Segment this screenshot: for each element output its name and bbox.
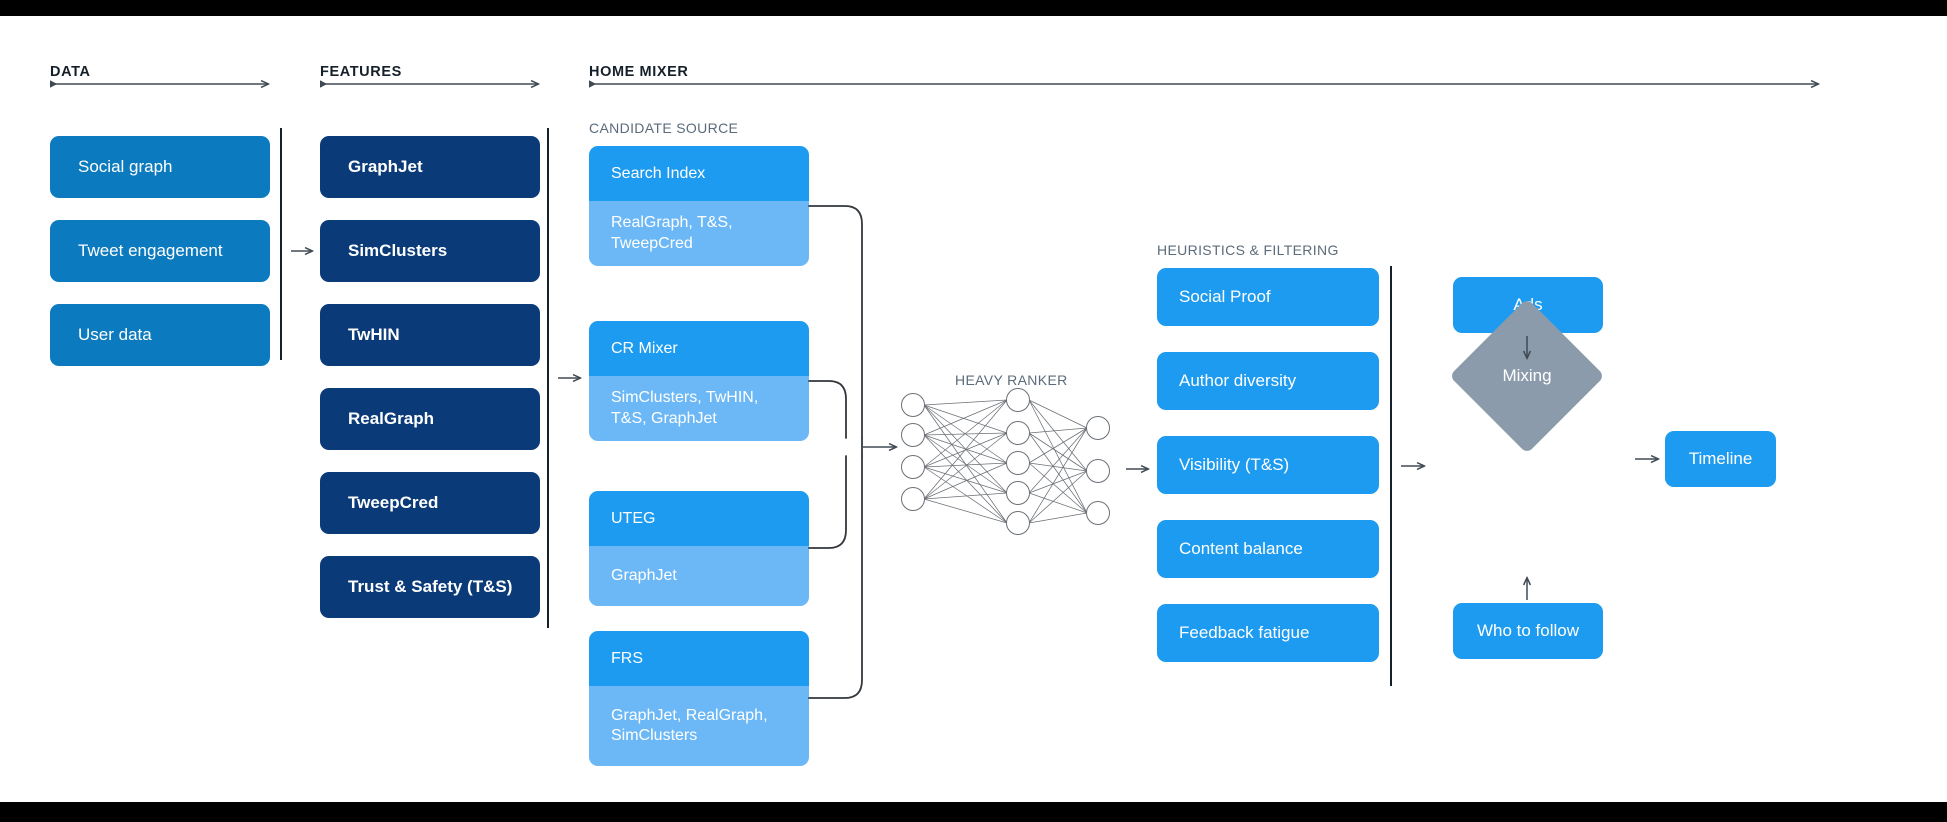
heavy-ranker-network xyxy=(901,388,1110,535)
nn-input-node xyxy=(901,487,925,511)
feature-box-label: TwHIN xyxy=(348,324,400,344)
nn-hidden-node xyxy=(1006,511,1030,535)
nn-output-node xyxy=(1086,416,1110,440)
divider-data-features xyxy=(280,128,282,360)
timeline-label: Timeline xyxy=(1688,448,1753,468)
candidate-source-card-uteg[interactable]: UTEG GraphJet xyxy=(589,491,809,606)
heuristic-box-social-proof[interactable]: Social Proof xyxy=(1157,268,1379,326)
divider-features-home-mixer xyxy=(547,128,549,628)
subheader-heuristics-filtering: HEURISTICS & FILTERING xyxy=(1157,242,1339,258)
timeline-box[interactable]: Timeline xyxy=(1665,431,1776,487)
nn-input-node xyxy=(901,423,925,447)
bracket-candidate-sources-to-ranker xyxy=(808,205,863,699)
nn-hidden-node xyxy=(1006,481,1030,505)
heuristic-box-label: Content balance xyxy=(1179,538,1303,558)
data-box-social-graph[interactable]: Social graph xyxy=(50,136,270,198)
candidate-source-title: UTEG xyxy=(589,491,809,546)
candidate-source-features: RealGraph, T&S, TweepCred xyxy=(589,201,809,266)
mixing-diamond[interactable]: Mixing xyxy=(1449,298,1605,454)
candidate-source-title: FRS xyxy=(589,631,809,686)
nn-nodes xyxy=(901,388,1110,535)
nn-hidden-node xyxy=(1006,421,1030,445)
feature-box-graphjet[interactable]: GraphJet xyxy=(320,136,540,198)
candidate-source-features: GraphJet xyxy=(589,546,809,606)
nn-output-node xyxy=(1086,459,1110,483)
feature-box-label: RealGraph xyxy=(348,408,434,428)
candidate-source-features: SimClusters, TwHIN, T&S, GraphJet xyxy=(589,376,809,441)
section-header-data: DATA xyxy=(50,64,91,80)
heuristic-box-author-diversity[interactable]: Author diversity xyxy=(1157,352,1379,410)
nn-output-node xyxy=(1086,501,1110,525)
divider-heuristics-mixing xyxy=(1390,266,1392,686)
diagram-canvas: DATA FEATURES HOME MIXER CANDIDATE SOURC… xyxy=(0,16,1947,802)
heavy-ranker-label: HEAVY RANKER xyxy=(955,372,1068,388)
mixing-label: Mixing xyxy=(1502,366,1552,385)
candidate-source-card-frs[interactable]: FRS GraphJet, RealGraph, SimClusters xyxy=(589,631,809,766)
feature-box-label: GraphJet xyxy=(348,156,423,176)
heuristic-box-content-balance[interactable]: Content balance xyxy=(1157,520,1379,578)
nn-input-node xyxy=(901,393,925,417)
candidate-source-title: CR Mixer xyxy=(589,321,809,376)
feature-box-twhin[interactable]: TwHIN xyxy=(320,304,540,366)
data-box-label: User data xyxy=(78,324,152,344)
section-header-features: FEATURES xyxy=(320,64,402,80)
data-box-user-data[interactable]: User data xyxy=(50,304,270,366)
connectors-overlay xyxy=(50,16,1947,699)
data-box-label: Social graph xyxy=(78,156,173,176)
who-to-follow-box[interactable]: Who to follow xyxy=(1453,603,1603,659)
feature-box-realgraph[interactable]: RealGraph xyxy=(320,388,540,450)
section-header-home-mixer: HOME MIXER xyxy=(589,64,689,80)
nn-edges xyxy=(923,399,1088,524)
feature-box-label: TweepCred xyxy=(348,492,439,512)
who-to-follow-label: Who to follow xyxy=(1476,620,1580,640)
nn-hidden-node xyxy=(1006,451,1030,475)
candidate-source-features: GraphJet, RealGraph, SimClusters xyxy=(589,686,809,766)
heuristic-box-feedback-fatigue[interactable]: Feedback fatigue xyxy=(1157,604,1379,662)
feature-box-label: SimClusters xyxy=(348,240,448,260)
nn-input-node xyxy=(901,455,925,479)
data-box-label: Tweet engagement xyxy=(78,240,223,260)
feature-box-tweepcred[interactable]: TweepCred xyxy=(320,472,540,534)
feature-box-label: Trust & Safety (T&S) xyxy=(348,576,513,596)
nn-hidden-node xyxy=(1006,388,1030,412)
subheader-candidate-source: CANDIDATE SOURCE xyxy=(589,120,739,136)
heuristic-box-label: Feedback fatigue xyxy=(1179,622,1310,642)
candidate-source-card-search-index[interactable]: Search Index RealGraph, T&S, TweepCred xyxy=(589,146,809,266)
feature-box-trust-safety[interactable]: Trust & Safety (T&S) xyxy=(320,556,540,618)
candidate-source-title: Search Index xyxy=(589,146,809,201)
feature-box-simclusters[interactable]: SimClusters xyxy=(320,220,540,282)
heuristic-box-label: Author diversity xyxy=(1179,370,1297,390)
candidate-source-card-cr-mixer[interactable]: CR Mixer SimClusters, TwHIN, T&S, GraphJ… xyxy=(589,321,809,441)
heuristic-box-visibility[interactable]: Visibility (T&S) xyxy=(1157,436,1379,494)
data-box-tweet-engagement[interactable]: Tweet engagement xyxy=(50,220,270,282)
heuristic-box-label: Visibility (T&S) xyxy=(1179,454,1290,474)
heuristic-box-label: Social Proof xyxy=(1179,286,1271,306)
